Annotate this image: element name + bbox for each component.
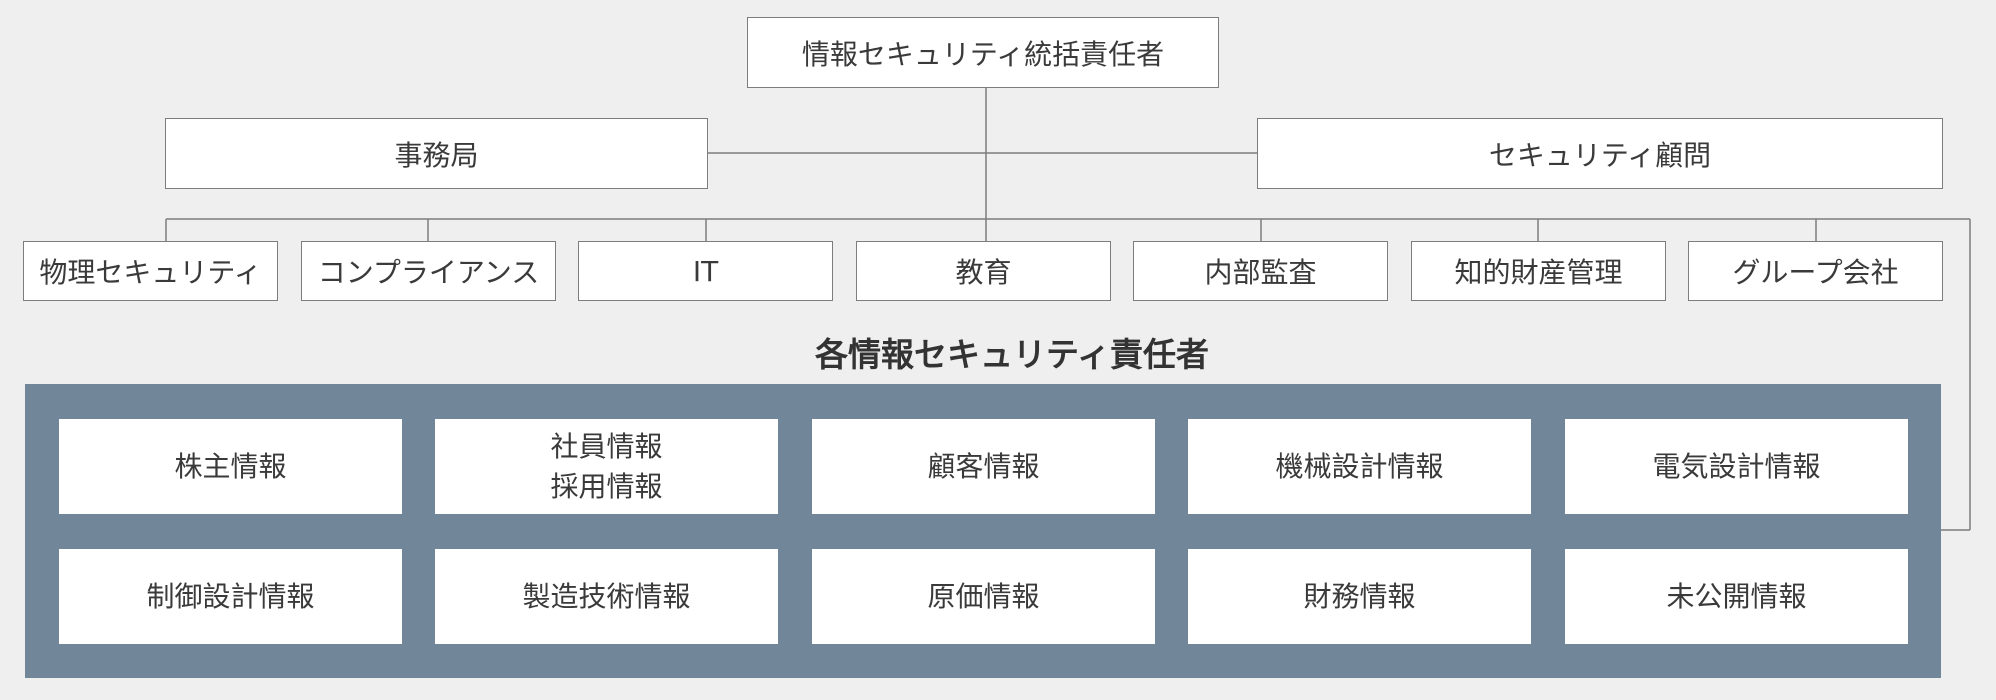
info-label: 未公開情報 (1666, 579, 1807, 613)
dept-box-education: 教育 (856, 241, 1111, 301)
info-box-control-design: 制御設計情報 (59, 549, 402, 644)
advisor-box: セキュリティ顧問 (1257, 118, 1943, 189)
info-box-mechanical-design: 機械設計情報 (1188, 419, 1531, 514)
dept-label: 物理セキュリティ (39, 256, 262, 289)
dept-box-ip-management: 知的財産管理 (1411, 241, 1666, 301)
head-box: 情報セキュリティ統括責任者 (747, 17, 1219, 88)
dept-label: IT (692, 254, 719, 288)
info-box-customer: 顧客情報 (812, 419, 1155, 514)
info-label: 機械設計情報 (1275, 449, 1444, 483)
secretariat-box: 事務局 (165, 118, 708, 189)
info-label: 製造技術情報 (522, 579, 691, 613)
dept-box-compliance: コンプライアンス (301, 241, 556, 301)
info-label: 社員情報 (550, 429, 663, 463)
section-title: 各情報セキュリティ責任者 (814, 335, 1210, 374)
dept-label: 内部監査 (1204, 256, 1317, 289)
dept-label: 知的財産管理 (1454, 256, 1623, 289)
dept-box-group-companies: グループ会社 (1688, 241, 1943, 301)
info-box-shareholder: 株主情報 (59, 419, 402, 514)
secretariat-label: 事務局 (394, 138, 479, 172)
advisor-label: セキュリティ顧問 (1488, 138, 1712, 172)
info-label: 電気設計情報 (1652, 449, 1821, 483)
dept-label: 教育 (955, 256, 1012, 289)
dept-box-physical-security: 物理セキュリティ (23, 241, 278, 301)
info-label: 株主情報 (174, 449, 287, 483)
dept-box-it: IT (578, 241, 833, 301)
info-box-manufacturing-tech: 製造技術情報 (435, 549, 778, 644)
info-box-unpublished: 未公開情報 (1565, 549, 1908, 644)
info-label: 原価情報 (927, 579, 1040, 613)
info-box-cost: 原価情報 (812, 549, 1155, 644)
info-label: 採用情報 (550, 469, 663, 503)
info-label: 制御設計情報 (146, 579, 315, 613)
head-label: 情報セキュリティ統括責任者 (801, 37, 1165, 71)
dept-box-internal-audit: 内部監査 (1133, 241, 1388, 301)
info-label: 財務情報 (1303, 579, 1416, 613)
dept-label: コンプライアンス (317, 256, 540, 289)
info-box-electrical-design: 電気設計情報 (1565, 419, 1908, 514)
info-label: 顧客情報 (927, 449, 1040, 483)
info-box-finance: 財務情報 (1188, 549, 1531, 644)
info-box-employee-recruiting: 社員情報 採用情報 (435, 419, 778, 514)
dept-label: グループ会社 (1732, 256, 1899, 289)
